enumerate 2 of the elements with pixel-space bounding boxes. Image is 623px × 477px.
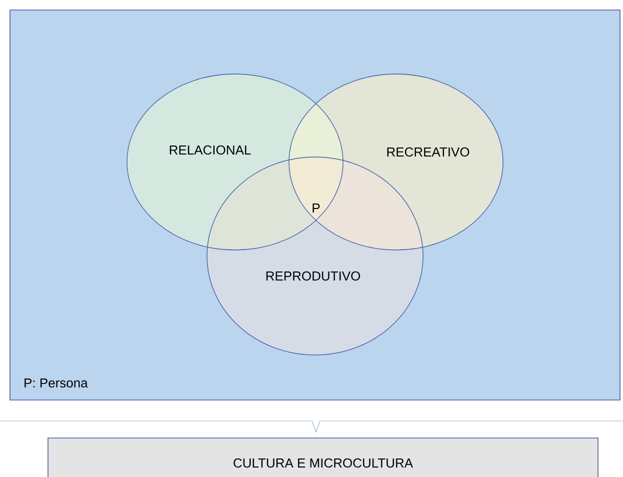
intersection-label: P <box>312 204 320 212</box>
process-box: CULTURA E MICROCULTURA <box>48 438 598 477</box>
